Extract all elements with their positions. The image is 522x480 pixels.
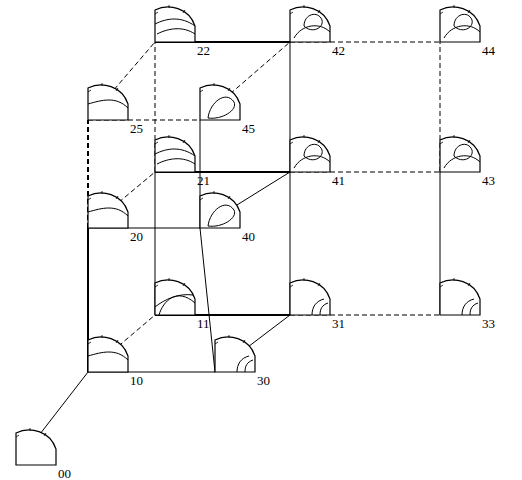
node-number: 25 <box>130 122 143 135</box>
solid-connector <box>16 372 88 465</box>
phase-icon: 40 <box>200 190 240 228</box>
phase-icon: 30 <box>215 334 255 372</box>
phase-icon: 44 <box>440 4 480 42</box>
phase-icon: 31 <box>290 277 330 315</box>
node-number: 44 <box>482 44 495 57</box>
phase-icon: 43 <box>440 134 480 172</box>
quadrant-icon <box>200 190 240 228</box>
phase-icon: 00 <box>16 427 56 465</box>
quadrant-icon <box>440 4 480 42</box>
node-number: 00 <box>58 467 71 480</box>
dashed-connector <box>88 42 155 120</box>
phase-icon: 45 <box>200 82 240 120</box>
node-number: 21 <box>197 174 210 187</box>
node-number: 42 <box>332 44 345 57</box>
node-number: 22 <box>197 44 210 57</box>
dashed-connector <box>200 42 290 120</box>
solid-connector <box>215 315 290 372</box>
node-number: 10 <box>130 374 143 387</box>
node-number: 43 <box>482 174 495 187</box>
quadrant-icon <box>290 4 330 42</box>
node-number: 20 <box>130 230 143 243</box>
quadrant-icon <box>155 134 195 172</box>
node-number: 40 <box>242 230 255 243</box>
quadrant-icon <box>88 190 128 228</box>
phase-icon: 41 <box>290 134 330 172</box>
quadrant-icon <box>290 134 330 172</box>
quadrant-icon <box>290 277 330 315</box>
solid-connector <box>200 228 215 372</box>
quadrant-icon <box>440 277 480 315</box>
node-number: 45 <box>242 122 255 135</box>
dashed-connector <box>88 172 155 228</box>
quadrant-icon <box>215 334 255 372</box>
dashed-connector <box>88 315 155 372</box>
quadrant-icon <box>155 4 195 42</box>
phase-icon: 22 <box>155 4 195 42</box>
node-number: 11 <box>197 317 210 330</box>
phase-icon: 21 <box>155 134 195 172</box>
phase-icon: 25 <box>88 82 128 120</box>
quadrant-icon <box>88 82 128 120</box>
phase-icon: 10 <box>88 334 128 372</box>
quadrant-icon <box>200 82 240 120</box>
node-number: 31 <box>332 317 345 330</box>
phase-icon: 11 <box>155 277 195 315</box>
node-number: 41 <box>332 174 345 187</box>
quadrant-icon <box>16 427 56 465</box>
quadrant-icon <box>440 134 480 172</box>
node-number: 30 <box>257 374 270 387</box>
phase-icon: 33 <box>440 277 480 315</box>
quadrant-icon <box>88 334 128 372</box>
solid-connector <box>200 172 290 228</box>
phase-icon: 42 <box>290 4 330 42</box>
node-number: 33 <box>482 317 495 330</box>
phase-icon: 20 <box>88 190 128 228</box>
quadrant-icon <box>155 277 195 315</box>
